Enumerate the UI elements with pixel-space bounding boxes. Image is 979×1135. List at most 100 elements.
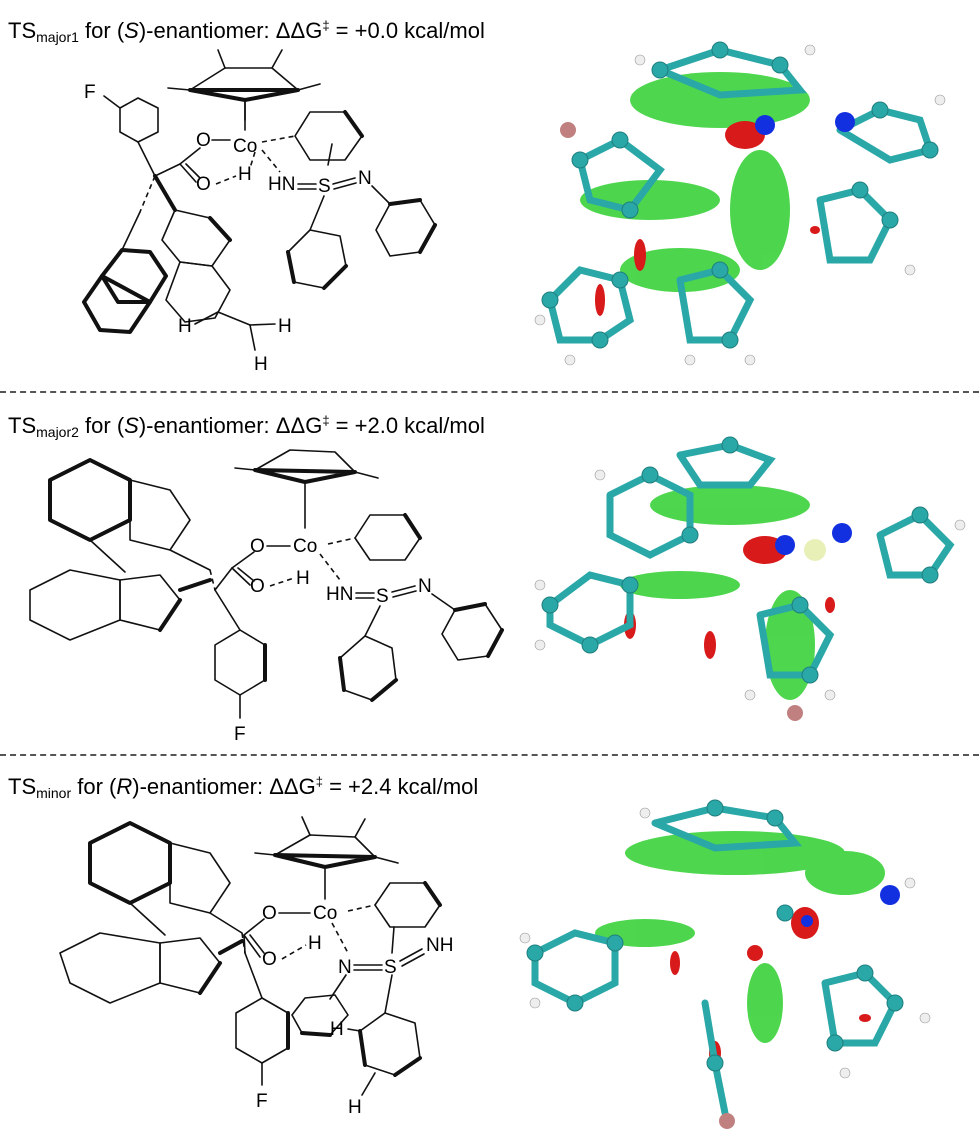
naphthyl-ring: [165, 261, 231, 323]
title-after: )-enantiomer:: [132, 774, 270, 799]
hydrogen-label: H: [238, 164, 252, 185]
carbon-atoms: [526, 799, 904, 1072]
panel-ts-major2: TSmajor2 for (S)-enantiomer: ΔΔG‡ = +2.0…: [0, 395, 979, 750]
sulfur-label: S: [376, 586, 389, 607]
phenyl-ring: [339, 635, 397, 701]
panel-ts-major1: TSmajor1 for (S)-enantiomer: ΔΔG‡ = +0.0…: [0, 0, 979, 380]
chemical-structure: Co O O H N S NH H H F: [59, 816, 453, 1118]
title-config: S: [124, 413, 139, 438]
fluorine-label: F: [256, 1091, 268, 1112]
oxygen-label: O: [262, 949, 277, 970]
naphthyl-ring: [119, 574, 181, 631]
imine-label: NH: [426, 935, 453, 956]
title-prefix: TS: [8, 774, 37, 799]
phenyl-ring: [287, 229, 347, 289]
sulfur-label: S: [318, 176, 331, 197]
title-dagger: ‡: [322, 413, 330, 428]
title-mid: for (: [71, 774, 117, 799]
naphthyl-ring: [159, 937, 221, 994]
title-value: = +2.0 kcal/mol: [329, 413, 485, 438]
title-ddg: ΔΔG: [269, 774, 316, 799]
hydrogen-atoms: [534, 44, 946, 366]
hydrogen-label: H: [278, 316, 292, 337]
fluorophenyl-ring: [235, 997, 289, 1064]
naphthyl-ring: [169, 842, 231, 914]
title-dagger: ‡: [315, 774, 323, 789]
nci-3d-model: [534, 436, 966, 721]
tetrahydro-ring: [48, 458, 132, 542]
nitrogen-label: N: [358, 168, 372, 189]
title-value: = +2.4 kcal/mol: [322, 774, 479, 799]
tetrahydro-ring: [29, 569, 121, 641]
hydrogen-atoms: [519, 807, 931, 1079]
title-subscript: major2: [36, 424, 79, 440]
phenyl-ring: [375, 199, 436, 257]
nci-surface-green: [580, 72, 810, 292]
cobalt-label: Co: [293, 536, 317, 557]
title-config: R: [116, 774, 133, 799]
title-prefix: TS: [8, 18, 37, 43]
tetrahydro-ring: [88, 821, 172, 905]
carbon-atoms: [541, 41, 939, 349]
nci-3d-model: [534, 41, 946, 366]
imine-label: HN: [326, 584, 353, 605]
heteroatoms: [560, 112, 855, 138]
nci-surface-green: [620, 485, 815, 700]
cp-ring-front: [253, 468, 357, 484]
imine-label: HN: [268, 174, 295, 195]
dashed-divider: [0, 754, 979, 756]
cp-ring-front: [273, 853, 377, 869]
hydrogen-label: H: [330, 1019, 344, 1040]
hydrogen-label: H: [348, 1097, 362, 1118]
title-config: S: [124, 18, 139, 43]
title-mid: for (: [78, 18, 125, 43]
title-after: )-enantiomer:: [138, 413, 276, 438]
oxygen-label: O: [262, 903, 277, 924]
panel-title: TSminor for (R)-enantiomer: ΔΔG‡ = +2.4 …: [8, 774, 478, 801]
fluorine-label: F: [234, 724, 246, 745]
cp-ring-front: [188, 88, 300, 102]
fluorine-label: F: [84, 82, 96, 103]
cp-ring: [254, 449, 356, 483]
oxygen-label: O: [196, 174, 211, 195]
nitrogen-label: N: [418, 576, 432, 597]
panel-title: TSmajor1 for (S)-enantiomer: ΔΔG‡ = +0.0…: [8, 18, 485, 45]
fluorophenyl-ring: [119, 97, 159, 143]
naphthyl-ring: [161, 209, 231, 267]
hydrogen-atoms: [534, 469, 966, 701]
nitrogen-label: N: [338, 957, 352, 978]
cobalt-label: Co: [313, 903, 337, 924]
phenyl-ring: [441, 603, 503, 661]
nci-surface-red: [595, 121, 820, 316]
fluorophenyl-ring: [214, 629, 266, 696]
carbon-atoms: [541, 436, 939, 684]
panel-ts-minor: TSminor for (R)-enantiomer: ΔΔG‡ = +2.4 …: [0, 758, 979, 1135]
naphthyl-ring: [129, 479, 191, 551]
cp-ring: [189, 67, 299, 101]
panel-title: TSmajor2 for (S)-enantiomer: ΔΔG‡ = +2.0…: [8, 413, 485, 440]
dashed-divider: [0, 391, 979, 393]
chemical-structure: Co O O H HN S N F: [82, 49, 437, 375]
nci-surface-green: [595, 831, 885, 1043]
chemical-structure: Co O O H HN S N F: [29, 449, 504, 745]
title-prefix: TS: [8, 413, 37, 438]
hydrogen-label: H: [254, 354, 268, 375]
title-ddg: ΔΔG: [275, 18, 323, 43]
cobalt-label: Co: [233, 136, 257, 157]
tetrahydro-ring: [59, 932, 161, 1004]
sulfur-label: S: [384, 957, 397, 978]
cp-ring: [274, 834, 376, 868]
heteroatoms: [719, 885, 900, 1129]
tetrahydro-ring: [82, 274, 152, 334]
title-ddg: ΔΔG: [275, 413, 323, 438]
hydrogen-label: H: [296, 568, 310, 589]
heteroatoms: [775, 523, 852, 721]
nci-3d-model: [519, 799, 931, 1129]
title-dagger: ‡: [322, 18, 330, 33]
oxygen-label: O: [196, 130, 211, 151]
title-value: = +0.0 kcal/mol: [329, 18, 485, 43]
title-after: )-enantiomer:: [138, 18, 276, 43]
title-mid: for (: [78, 413, 125, 438]
hydrogen-label: H: [308, 933, 322, 954]
hydrogen-label: H: [178, 316, 192, 337]
